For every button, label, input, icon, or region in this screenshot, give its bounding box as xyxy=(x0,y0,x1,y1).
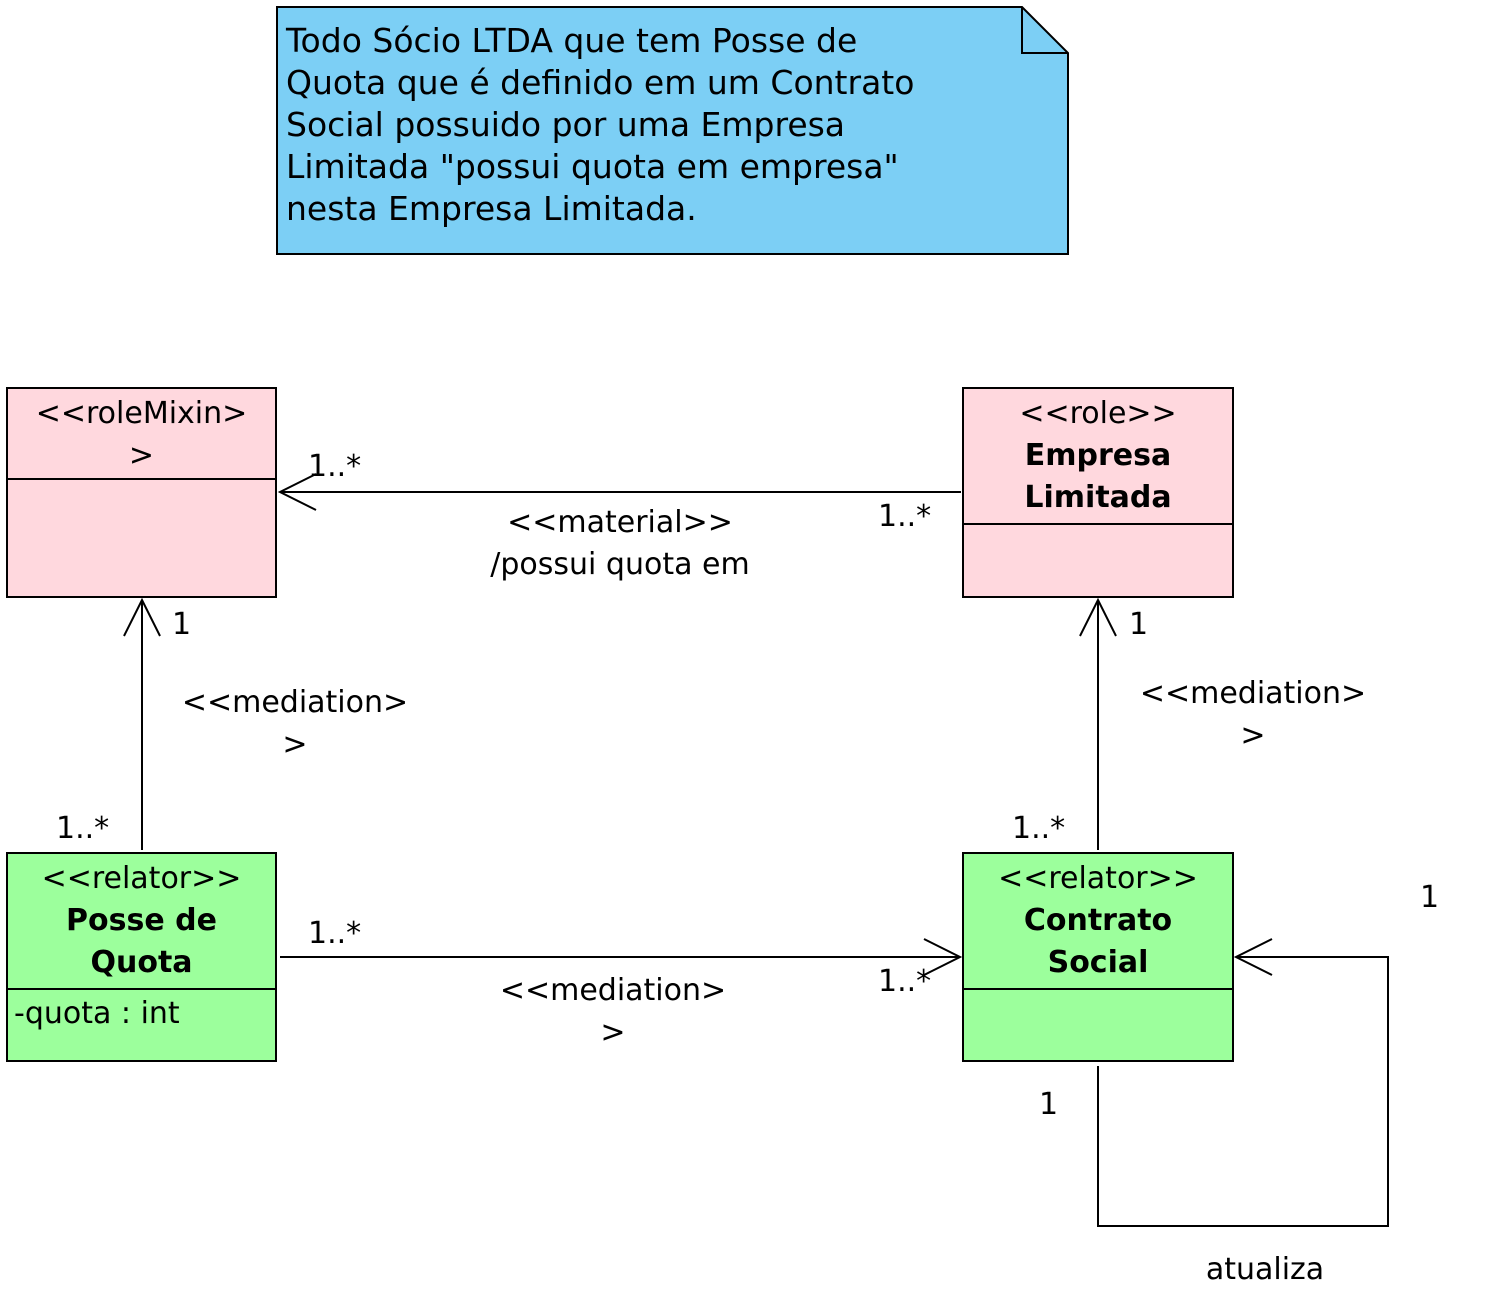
mediation-left-stereotype: <<mediation> xyxy=(181,685,409,720)
material-target-multiplicity: 1..* xyxy=(308,449,362,484)
material-stereotype-label: <<material>> xyxy=(507,505,733,540)
posse-de-quota-stereotype: <<relator>> xyxy=(41,861,242,896)
role-mixin-stereotype: <<roleMixin> xyxy=(35,396,248,431)
empresa-limitada-name-line2: Limitada xyxy=(1024,480,1172,515)
atualiza-source-multiplicity: 1 xyxy=(1039,1087,1059,1122)
mediation-left-top-multiplicity: 1 xyxy=(172,607,192,642)
mediation-left-stereotype-cont: > xyxy=(282,727,308,762)
posse-de-quota-attribute: -quota : int xyxy=(14,996,180,1031)
class-posse-de-quota-header: <<relator>> Posse de Quota xyxy=(8,854,275,990)
contrato-social-name-line1: Contrato xyxy=(1023,903,1173,938)
class-role-mixin[interactable]: <<roleMixin> > xyxy=(6,387,277,598)
class-empresa-limitada[interactable]: <<role>> Empresa Limitada xyxy=(962,387,1234,598)
material-arrowhead xyxy=(277,473,317,511)
atualiza-arrowhead xyxy=(1233,938,1273,976)
atualiza-name-label: atualiza xyxy=(1205,1252,1325,1287)
class-empresa-limitada-header: <<role>> Empresa Limitada xyxy=(964,389,1232,525)
posse-de-quota-name-line1: Posse de xyxy=(66,903,217,938)
class-contrato-social-header: <<relator>> Contrato Social xyxy=(964,854,1232,990)
class-contrato-social[interactable]: <<relator>> Contrato Social xyxy=(962,852,1234,1062)
atualiza-association-line xyxy=(1097,956,1389,1227)
mediation-left-bottom-multiplicity: 1..* xyxy=(56,811,110,846)
mediation-bottom-stereotype: <<mediation> xyxy=(499,973,727,1008)
mediation-bottom-arrowhead xyxy=(923,938,963,976)
contrato-social-name-line2: Social xyxy=(1047,945,1149,980)
class-posse-de-quota[interactable]: <<relator>> Posse de Quota -quota : int xyxy=(6,852,277,1062)
atualiza-target-multiplicity: 1 xyxy=(1420,880,1440,915)
mediation-bottom-left-multiplicity: 1..* xyxy=(308,916,362,951)
empresa-limitada-name-line1: Empresa xyxy=(1024,438,1172,473)
role-mixin-stereotype-cont: > xyxy=(128,438,155,473)
posse-de-quota-name-line2: Quota xyxy=(90,945,193,980)
class-role-mixin-header: <<roleMixin> > xyxy=(8,389,275,480)
mediation-right-stereotype-cont: > xyxy=(1240,718,1266,753)
material-source-multiplicity: 1..* xyxy=(878,499,932,534)
mediation-right-stereotype: <<mediation> xyxy=(1139,676,1367,711)
material-name-label: /possui quota em xyxy=(490,547,750,582)
mediation-right-arrowhead xyxy=(1079,597,1117,637)
empresa-limitada-stereotype: <<role>> xyxy=(1019,396,1177,431)
note-shape xyxy=(276,6,1069,255)
mediation-right-bottom-multiplicity: 1..* xyxy=(1012,811,1066,846)
note-text: Todo Sócio LTDA que tem Posse de Quota q… xyxy=(286,21,915,228)
mediation-left-arrowhead xyxy=(123,597,161,637)
mediation-right-top-multiplicity: 1 xyxy=(1129,607,1149,642)
comment-note: Todo Sócio LTDA que tem Posse de Quota q… xyxy=(276,6,1069,255)
mediation-bottom-right-multiplicity: 1..* xyxy=(878,964,932,999)
mediation-bottom-stereotype-cont: > xyxy=(600,1015,626,1050)
contrato-social-stereotype: <<relator>> xyxy=(998,861,1198,896)
